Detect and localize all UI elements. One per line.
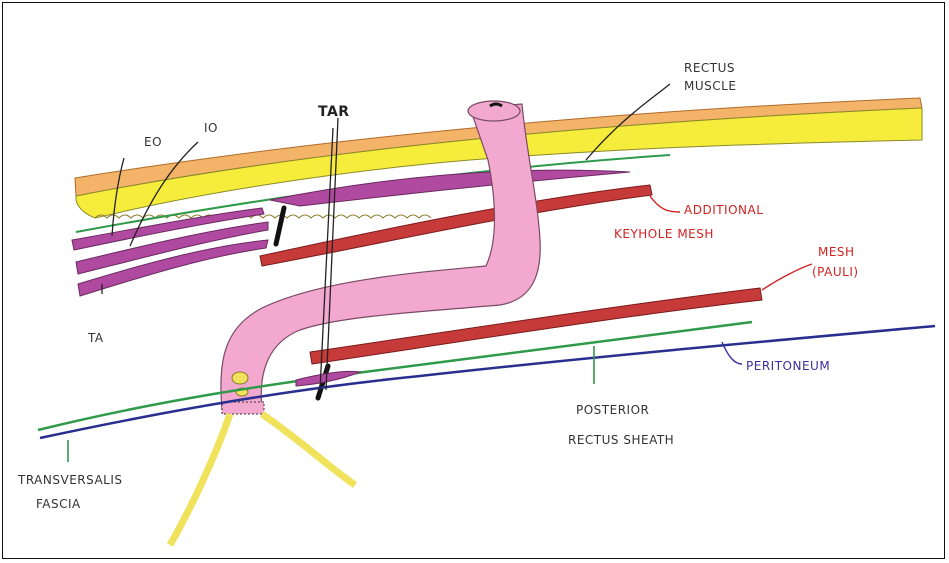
label-tar: TAR [318,104,350,120]
peritoneum-line [40,326,935,438]
nerve-strand-left [170,414,230,545]
label-posterior-1: POSTERIOR [576,403,649,417]
label-additional-2: KEYHOLE MESH [614,227,714,241]
arrow-mesh [762,264,812,290]
label-peritoneum: PERITONEUM [746,359,830,373]
tar-cut-mark-upper [276,208,284,244]
stoma-yellow-blob [232,372,248,384]
arrow-keyhole [650,196,680,212]
label-io: IO [204,121,218,135]
fat-scallop [95,215,431,218]
label-rectus-1: RECTUS [684,61,735,75]
label-mesh-1: MESH [818,245,855,259]
label-eo: EO [144,135,162,149]
label-ta: TA [87,331,104,345]
label-posterior-2: RECTUS SHEATH [568,433,674,447]
label-transversalis-1: TRANSVERSALIS [17,473,123,487]
nerve-strand-right [262,414,355,485]
label-transversalis-2: FASCIA [36,497,81,511]
label-rectus-2: MUSCLE [684,79,736,93]
label-mesh-2: (PAULI) [812,265,859,279]
label-additional-1: ADDITIONAL [684,203,763,217]
stoma-base [222,402,264,414]
